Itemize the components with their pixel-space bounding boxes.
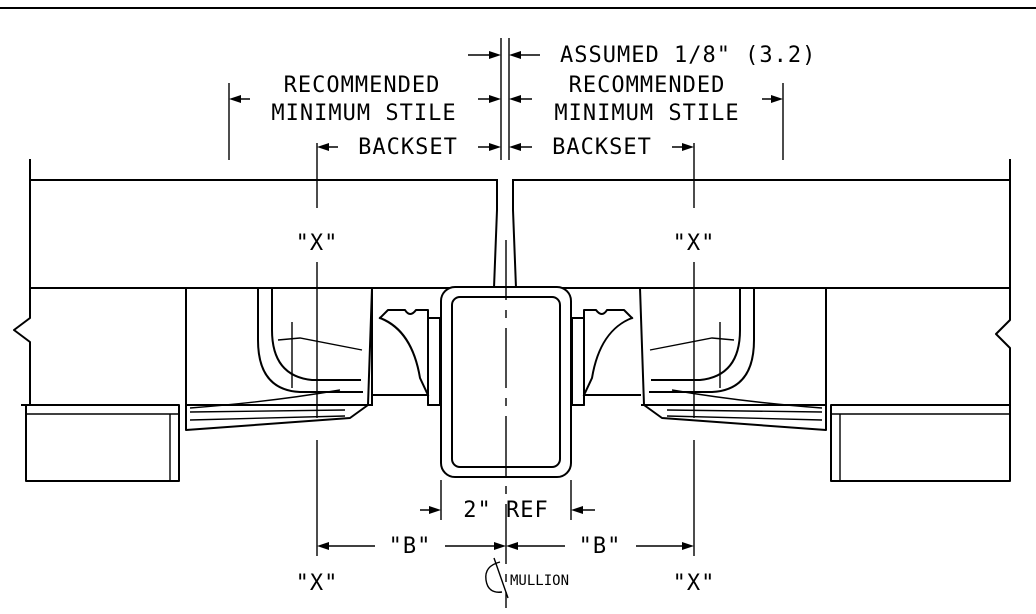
ref-arrow-right xyxy=(571,506,583,514)
left-stile-label-line1: RECOMMENDED xyxy=(284,73,441,98)
b-left-arrow-end xyxy=(494,542,506,550)
left-exit-device xyxy=(185,286,374,431)
assumed-gap-label: ASSUMED 1/8" (3.2) xyxy=(560,43,816,68)
left-backset-arrow-left xyxy=(317,143,329,151)
b-right-arrow-start xyxy=(506,542,518,550)
x-label-lower-left: "X" xyxy=(296,571,339,596)
right-backset-arrow-right xyxy=(682,143,694,151)
right-backset-arrow-left xyxy=(509,143,521,151)
b-left-arrow-start xyxy=(317,542,329,550)
right-door-leaf xyxy=(512,159,1011,482)
right-strike xyxy=(571,309,641,406)
door-gap xyxy=(492,179,518,290)
right-stile-label-line1: RECOMMENDED xyxy=(569,73,726,98)
left-stile-label-line2: MINIMUM STILE xyxy=(271,101,456,126)
left-backset-arrow-right xyxy=(489,143,501,151)
left-door-leaf xyxy=(13,159,498,482)
right-backset-label: BACKSET xyxy=(552,135,652,160)
x-label-lower-right: "X" xyxy=(673,571,716,596)
gap-arrow-left xyxy=(489,51,501,59)
gap-arrow-right xyxy=(509,51,521,59)
right-stile-arrow-right xyxy=(771,95,783,103)
b-label-left: "B" xyxy=(389,534,432,559)
b-label-right: "B" xyxy=(579,534,622,559)
x-label-upper-right: "X" xyxy=(673,231,716,256)
centerline-mullion-label: MULLION xyxy=(510,573,569,589)
right-exit-device xyxy=(638,286,827,431)
b-right-arrow-end xyxy=(682,542,694,550)
ref-dimension-label: 2" REF xyxy=(463,498,548,523)
left-stile-arrow-left xyxy=(229,95,241,103)
right-stile-arrow-left xyxy=(509,95,521,103)
centerline-symbol-icon xyxy=(485,557,509,599)
right-stile-label-line2: MINIMUM STILE xyxy=(554,101,739,126)
left-backset-label: BACKSET xyxy=(358,135,458,160)
left-stile-arrow-right xyxy=(489,95,501,103)
ref-arrow-left xyxy=(429,506,441,514)
left-strike xyxy=(371,309,441,406)
x-label-upper-left: "X" xyxy=(296,231,339,256)
